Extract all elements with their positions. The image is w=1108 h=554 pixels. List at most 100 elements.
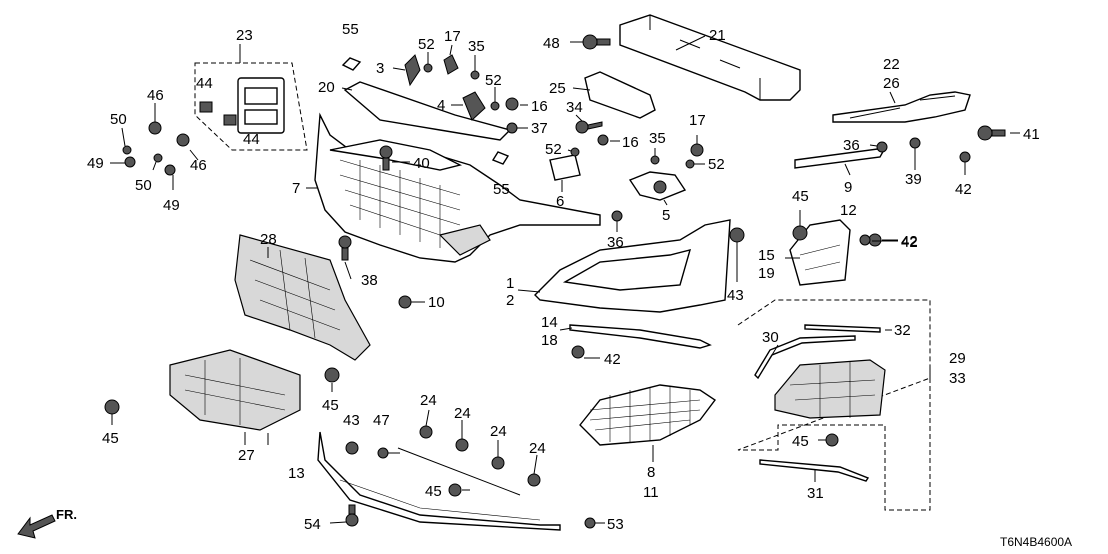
clip-45b <box>324 367 340 383</box>
callout-5: 5 <box>662 207 670 224</box>
callout-44b: 44 <box>243 131 260 148</box>
bolt-50b <box>153 153 163 163</box>
bolt-40 <box>379 145 393 171</box>
callout-43a: 43 <box>727 287 744 304</box>
clip-24c <box>491 456 505 470</box>
strip-30 <box>754 335 856 380</box>
group-box-23 <box>194 62 308 151</box>
fastener-52c <box>570 147 580 157</box>
callout-39: 39 <box>905 171 922 188</box>
bolt-54 <box>345 504 359 527</box>
lower-grille <box>579 384 717 446</box>
bolt-42a <box>959 151 971 163</box>
callout-35b: 35 <box>649 130 666 147</box>
bolt-46a <box>148 121 162 135</box>
strip-9-12 <box>794 147 887 169</box>
bolt-35a <box>470 70 480 80</box>
callout-36b: 36 <box>607 234 624 251</box>
callout-28: 28 <box>260 231 277 248</box>
callout-41: 41 <box>1023 126 1040 143</box>
callout-52b: 52 <box>485 72 502 89</box>
bolt-42b <box>868 233 882 247</box>
callout-19: 19 <box>758 265 775 282</box>
callout-45a: 45 <box>102 430 119 447</box>
callout-54: 54 <box>304 516 321 533</box>
bracket-25 <box>584 71 656 119</box>
callout-26: 26 <box>883 75 900 92</box>
fastener-52a <box>423 63 433 73</box>
callout-52a: 52 <box>418 36 435 53</box>
callout-46b: 46 <box>190 157 207 174</box>
callout-44a: 44 <box>196 75 213 92</box>
callout-13: 13 <box>288 465 305 482</box>
clip-43b <box>345 441 359 455</box>
fastener-52b <box>490 101 500 111</box>
diagram-code: T6N4B4600A <box>1000 535 1072 549</box>
clip-45a <box>104 399 120 415</box>
callout-12: 12 <box>840 202 857 219</box>
callout-35a: 35 <box>468 38 485 55</box>
bolt-47 <box>377 447 389 459</box>
bolt-42d <box>571 345 585 359</box>
callout-6: 6 <box>556 193 564 210</box>
strip-14-18 <box>569 324 712 349</box>
lower-cover-1-2 <box>534 219 731 313</box>
bolt-37 <box>506 122 518 134</box>
callout-42d: 42 <box>604 351 621 368</box>
fog-assembly <box>774 359 886 419</box>
callout-24c: 24 <box>490 423 507 440</box>
front-bumper <box>314 112 601 263</box>
callout-47: 47 <box>373 412 390 429</box>
clip-55b <box>491 151 510 165</box>
clip-3 <box>404 54 421 87</box>
callout-1: 1 <box>506 275 514 292</box>
callout-40: 40 <box>413 155 430 172</box>
bolt-46b <box>176 133 190 147</box>
callout-45c: 45 <box>425 483 442 500</box>
callout-38: 38 <box>361 272 378 289</box>
fastener-17b <box>690 143 704 157</box>
clip-43a <box>729 227 745 243</box>
clip-45c <box>448 483 462 497</box>
bolt-42c <box>859 234 871 246</box>
callout-14: 14 <box>541 314 558 331</box>
callout-3: 3 <box>376 60 384 77</box>
splash-guard <box>234 234 371 361</box>
clip-24b <box>455 438 469 452</box>
callout-20: 20 <box>318 79 335 96</box>
callout-4: 4 <box>437 97 445 114</box>
lower-duct <box>169 349 301 431</box>
fastener-17a <box>443 54 459 75</box>
bolt-39 <box>909 137 921 149</box>
callout-8: 8 <box>647 464 655 481</box>
callout-16b: 16 <box>622 134 639 151</box>
callout-36a: 36 <box>843 137 860 154</box>
callout-31: 31 <box>807 485 824 502</box>
bolt-50a <box>122 145 132 155</box>
front-direction-arrow: FR. <box>17 507 77 539</box>
callout-25: 25 <box>549 80 566 97</box>
callout-49b: 49 <box>163 197 180 214</box>
strip-32 <box>804 324 881 333</box>
bolt-41 <box>977 125 1006 141</box>
lower-lip <box>317 431 561 531</box>
bracket-5 <box>628 171 687 201</box>
callout-24d: 24 <box>529 440 546 457</box>
callout-55b: 55 <box>493 181 510 198</box>
callout-24a: 24 <box>420 392 437 409</box>
clip-10 <box>398 295 412 309</box>
callout-23: 23 <box>236 27 253 44</box>
callout-30: 30 <box>762 329 779 346</box>
bolt-34 <box>575 120 603 134</box>
callout-42a: 42 <box>955 181 972 198</box>
bolt-36a <box>876 141 888 153</box>
bumper-beam <box>619 14 801 101</box>
bolt-35b <box>650 155 660 165</box>
bolt-48 <box>582 34 611 50</box>
callout-55a: 55 <box>342 21 359 38</box>
side-bracket-22-26 <box>832 91 971 123</box>
callout-48: 48 <box>543 35 560 52</box>
fastener-16b <box>597 134 609 146</box>
clip-45d <box>792 225 808 241</box>
callout-29: 29 <box>949 350 966 367</box>
